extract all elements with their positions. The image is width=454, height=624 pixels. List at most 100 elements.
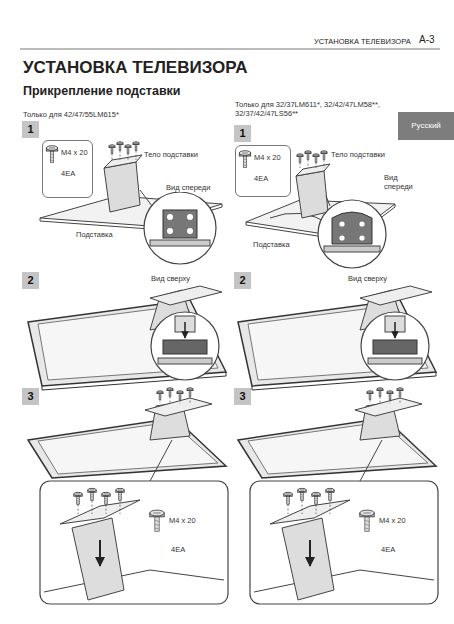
screw — [111, 149, 113, 151]
screw — [120, 501, 121, 514]
tv-step-2 — [238, 286, 436, 390]
screw — [102, 492, 110, 495]
language-name: Русский — [411, 121, 441, 131]
screw — [46, 146, 57, 163]
screw — [179, 392, 182, 393]
part-label: Подставка — [252, 240, 291, 249]
screw — [117, 142, 123, 160]
screw — [179, 398, 181, 400]
screw — [155, 528, 159, 529]
language-tab: Русский — [398, 112, 454, 140]
screw — [106, 505, 107, 514]
screw — [119, 494, 122, 496]
screw — [119, 498, 122, 500]
screw — [239, 151, 250, 168]
screw-spec: M4 x 20 — [61, 148, 88, 157]
screw-spec: M4 x 20 — [254, 153, 281, 162]
step-number-text: 3 — [27, 390, 33, 403]
screw — [299, 159, 301, 161]
screw — [305, 151, 311, 153]
screw — [109, 145, 115, 160]
screw — [157, 391, 163, 393]
screw — [119, 149, 121, 151]
leader-line — [326, 196, 330, 206]
screw — [91, 496, 94, 498]
step-number: 2 — [22, 272, 39, 289]
detail-inset — [44, 570, 224, 592]
screw — [119, 143, 122, 144]
magnifier — [144, 192, 216, 264]
screw-spec: M4 x 20 — [168, 516, 197, 525]
detail-inset — [99, 540, 101, 566]
screw — [307, 155, 309, 157]
screw — [187, 388, 193, 404]
screw — [180, 400, 181, 404]
screw — [313, 154, 319, 156]
screw-callout: M4 x 204EA — [235, 145, 291, 197]
screw — [313, 154, 319, 168]
screw — [117, 142, 123, 144]
screw — [127, 152, 129, 154]
stand-body — [104, 155, 142, 168]
screw — [125, 145, 131, 147]
screw — [177, 391, 183, 393]
tv-step-2 — [150, 286, 222, 305]
screw — [135, 145, 137, 151]
magnifier — [359, 221, 364, 226]
detail-inset — [40, 481, 228, 604]
screw — [323, 158, 325, 160]
screw — [189, 389, 192, 390]
magnifier — [318, 200, 386, 268]
screw — [315, 161, 317, 163]
header-text: УСТАНОВКА ТЕЛЕВИЗОРА — [313, 37, 412, 46]
screw — [127, 149, 129, 151]
screw — [153, 513, 160, 514]
screw — [135, 143, 138, 144]
stand-body — [296, 171, 328, 218]
screw — [169, 395, 171, 397]
screw-callout: M4 x 204EA — [42, 140, 93, 198]
part-label: Тело подставки — [143, 150, 199, 159]
magnifier — [167, 228, 173, 234]
screw — [323, 152, 326, 153]
page-number: A-3 — [418, 34, 436, 46]
screw — [74, 492, 82, 495]
screw — [157, 391, 163, 404]
screw — [300, 163, 301, 168]
screw — [307, 158, 309, 160]
screw — [315, 155, 318, 156]
screw — [315, 158, 317, 160]
screw — [299, 161, 301, 163]
step-number-text: 2 — [27, 274, 33, 287]
tv-step-3 — [150, 440, 172, 481]
magnifier — [359, 235, 364, 240]
screw — [167, 388, 173, 404]
screw — [109, 142, 327, 168]
tv-step-2 — [28, 286, 226, 390]
screw — [155, 517, 159, 531]
detail-inset — [72, 518, 124, 600]
screw — [92, 501, 93, 514]
screw — [119, 145, 121, 151]
screw — [111, 152, 113, 154]
tv-step-2 — [184, 322, 186, 338]
screw — [155, 524, 159, 525]
screw — [315, 159, 317, 161]
step-number-text: 1 — [239, 127, 245, 140]
screw — [135, 149, 137, 151]
leader-line — [140, 190, 152, 206]
screw — [160, 400, 161, 404]
screw — [179, 396, 181, 398]
step-number: 2 — [234, 272, 251, 289]
screw — [307, 154, 309, 160]
screw — [323, 155, 325, 157]
screw — [74, 492, 82, 514]
stand-base — [40, 218, 150, 229]
tv-step-3 — [145, 398, 212, 416]
screw — [133, 142, 139, 144]
screw — [119, 492, 122, 500]
screw — [111, 150, 113, 152]
screw — [105, 500, 108, 502]
screw — [299, 157, 301, 163]
screw — [189, 393, 191, 395]
